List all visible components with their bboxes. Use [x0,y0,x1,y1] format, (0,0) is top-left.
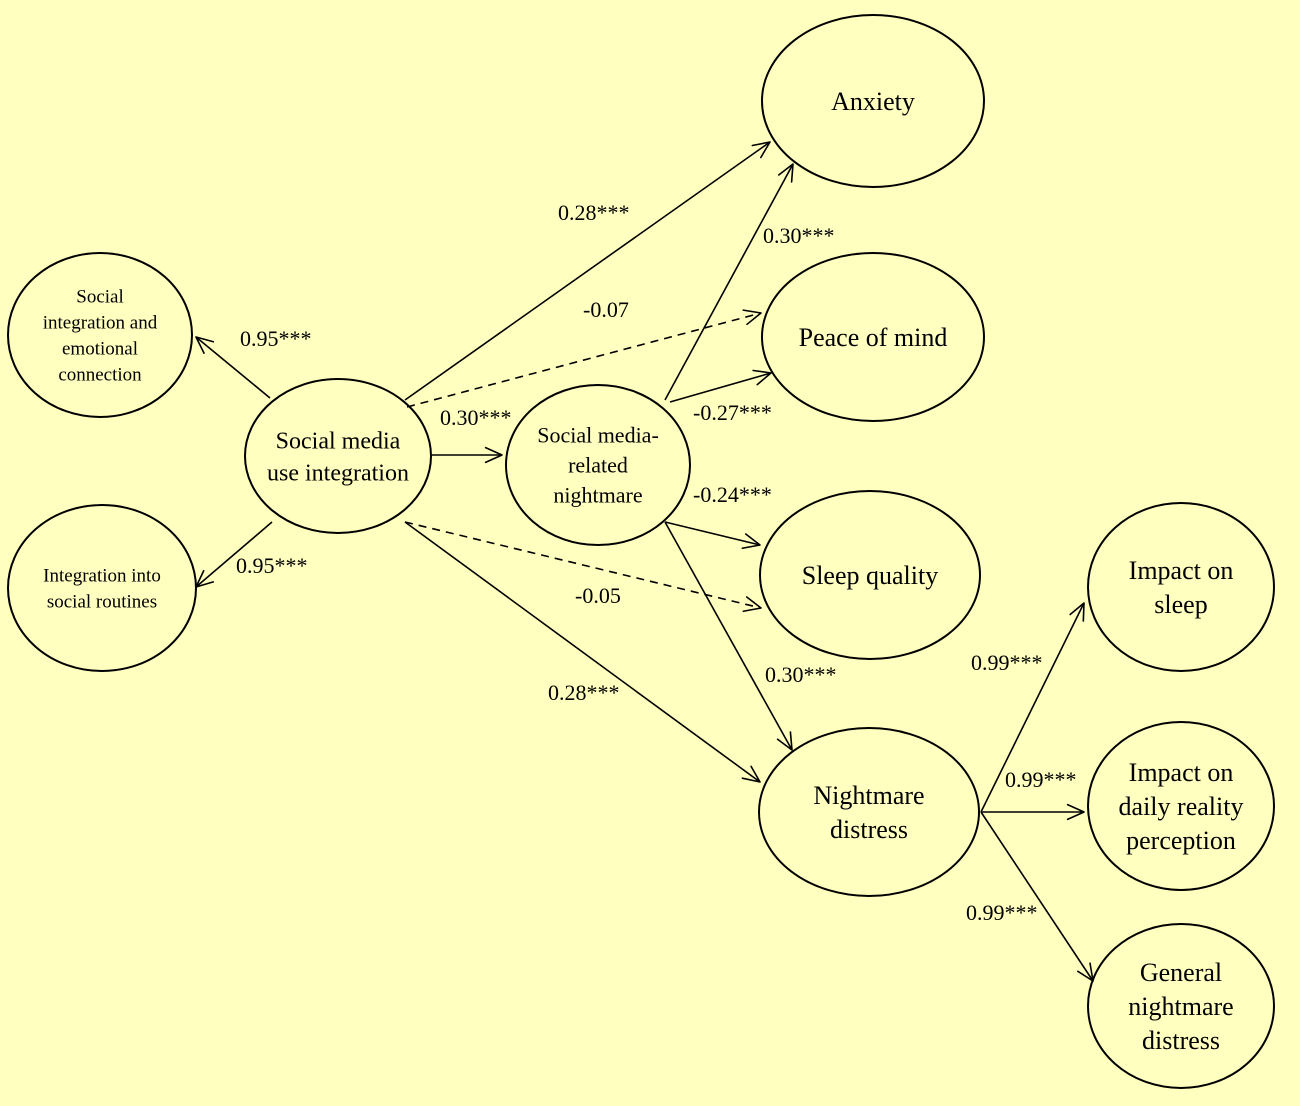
node-label-line: emotional [62,339,138,360]
edge-coefficient: 0.99*** [1005,767,1077,792]
node-ellipse [758,727,980,897]
node-ellipse [1087,721,1275,891]
node-label-line: sleep [1154,590,1207,619]
edge-distress-to-general: 0.99*** [966,811,1094,982]
node-label-line: social routines [47,592,157,613]
edge-line [664,521,793,751]
edge-line [664,163,794,401]
edge-use-to-routines: 0.95*** [195,521,308,588]
node-ellipse [759,490,981,660]
edge-use-to-social-integration: 0.95*** [195,326,312,399]
arrowhead [741,765,761,783]
node-ellipse [7,504,197,672]
node-label-line: Integration into [43,566,161,587]
node-peace-of-mind: Peace of mind [761,252,985,422]
edge-coefficient: 0.28*** [548,680,620,705]
edge-use-to-sleep-quality: -0.05 [404,521,762,613]
node-label-line: Nightmare [813,781,924,810]
edge-line [195,521,273,588]
edge-coefficient: 0.28*** [558,200,630,225]
node-social-integration-emotional: Social integration and emotional connection [7,252,193,418]
edge-line [664,521,761,546]
arrowhead [1069,602,1085,622]
arrowhead [741,533,761,550]
node-label-line: Impact on [1129,556,1234,585]
node-label-line: Sleep quality [802,561,938,590]
node-sleep-quality: Sleep quality [759,490,981,660]
edge-coefficient: -0.05 [575,583,621,608]
edge-coefficient: 0.30*** [765,662,837,687]
edge-nightmare-to-anxiety: 0.30*** [664,163,835,401]
node-label-line: nightmare [553,483,642,508]
node-label-line: integration and [43,313,158,334]
arrowhead [777,163,794,183]
node-impact-on-sleep: Impact on sleep [1087,502,1275,672]
node-ellipse [761,14,985,188]
node-ellipse [761,252,985,422]
arrowhead [1066,803,1085,821]
edge-nightmare-to-sleep-quality: -0.24*** [664,482,772,550]
node-label-line: Peace of mind [799,323,948,352]
node-label-line: perception [1126,826,1236,855]
edge-coefficient: -0.27*** [693,400,772,425]
node-social-media-nightmare: Social media-related nightmare [505,384,691,546]
arrowhead [752,369,772,386]
arrowhead [742,596,762,613]
arrowhead [195,336,215,354]
edge-use-to-nightmare: 0.30*** [432,405,512,464]
node-integration-routines: Integration into social routines [7,504,197,672]
edge-nightmare-to-distress: 0.30*** [664,521,837,751]
node-ellipse [244,378,432,534]
node-ellipse [505,384,691,546]
edge-distress-to-daily-reality: 0.99*** [981,767,1085,821]
node-label-line: daily reality [1119,792,1244,821]
node-label-line: distress [1142,1026,1220,1055]
node-general-nightmare-distress: General nightmare distress [1087,923,1275,1089]
arrowhead [484,446,503,464]
edge-coefficient: 0.95*** [240,326,312,351]
edge-nightmare-to-peace: -0.27*** [669,369,772,425]
edge-coefficient: 0.95*** [236,553,308,578]
edge-line [195,336,271,399]
edge-line [669,372,772,403]
edge-line [404,521,761,783]
node-label-line: use integration [267,460,409,486]
node-label-line: Anxiety [831,87,915,116]
arrowhead [742,309,762,326]
edge-coefficient: 0.99*** [971,650,1043,675]
node-label-line: Impact on [1129,758,1234,787]
node-label-line: Social media [276,428,401,454]
arrowhead [776,731,793,751]
edge-coefficient: 0.30*** [763,223,835,248]
node-label-line: related [568,453,628,478]
node-label-line: nightmare [1128,992,1233,1021]
node-label-line: Social [76,287,124,308]
edge-distress-to-impact-sleep: 0.99*** [971,602,1085,813]
edge-coefficient: -0.24*** [693,482,772,507]
node-label-line: General [1140,958,1222,987]
node-anxiety: Anxiety [761,14,985,188]
node-nightmare-distress: Nightmare distress [758,727,980,897]
node-label-line: connection [58,365,142,386]
edge-use-to-peace: -0.07 [406,297,762,408]
node-ellipse [1087,502,1275,672]
edge-line [980,602,1085,813]
node-social-media-use-integration: Social media use integration [244,378,432,534]
node-label-line: Social media- [537,423,659,448]
edge-coefficient: 0.99*** [966,900,1038,925]
edge-line [406,312,762,408]
edge-use-to-distress: 0.28*** [404,521,761,783]
node-ellipse [1087,923,1275,1089]
node-ellipse [7,252,193,418]
edge-coefficient: -0.07 [583,297,629,322]
edge-line [404,141,771,401]
edge-coefficient: 0.30*** [440,405,512,430]
node-label-line: distress [830,815,908,844]
arrowhead [751,141,771,159]
edge-line [404,521,762,609]
edge-line [980,811,1094,982]
edge-use-to-anxiety: 0.28*** [404,141,771,401]
node-impact-daily-reality: Impact on daily reality perception [1087,721,1275,891]
